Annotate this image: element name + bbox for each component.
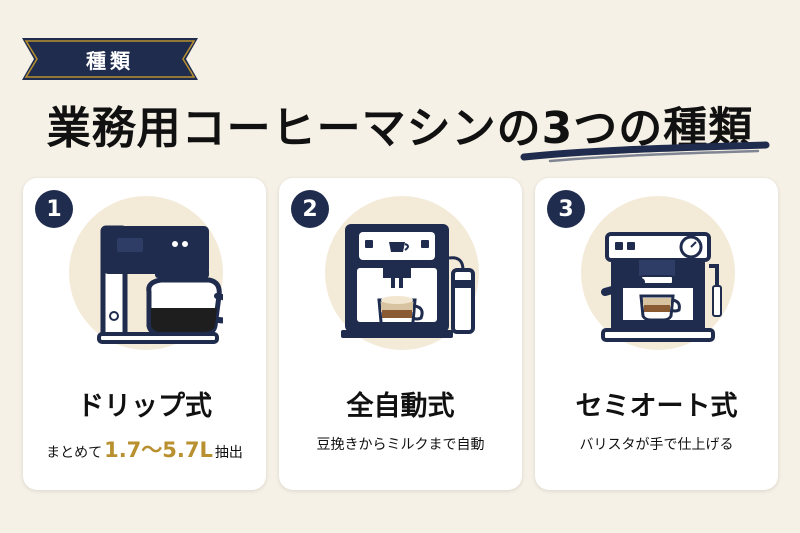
desc-suffix: 抽出 xyxy=(214,445,243,461)
desc-prefix: まとめて xyxy=(46,445,103,461)
card-number-badge: 1 xyxy=(35,190,73,228)
card-fully-automatic: 2 全自動式 豆挽きからミルクまで自動 xyxy=(279,178,522,490)
category-tag: 種類 xyxy=(22,38,198,80)
desc-text: 豆挽きからミルクまで自動 xyxy=(316,437,485,453)
page-title: 業務用コーヒーマシンの3つの種類 xyxy=(46,103,754,154)
card-title: ドリップ式 xyxy=(77,391,212,422)
category-tag-label: 種類 xyxy=(86,48,134,73)
card-semi-automatic: 3 セミオート式 バリスタが手で仕上げる xyxy=(535,178,778,490)
fully-automatic-espresso-machine-icon xyxy=(341,224,475,338)
card-number-badge: 2 xyxy=(291,190,329,228)
card-title: 全自動式 xyxy=(346,391,455,422)
card-description: まとめて 1.7〜5.7L 抽出 xyxy=(23,434,266,464)
card-description: バリスタが手で仕上げる xyxy=(535,434,778,454)
capacity-highlight: 1.7〜5.7L xyxy=(104,438,213,462)
ribbon-shape xyxy=(22,38,198,80)
card-description: 豆挽きからミルクまで自動 xyxy=(279,434,522,454)
card-drip: 1 ドリップ式 まとめて 1.7〜5.7L 抽出 xyxy=(23,178,266,490)
drip-coffee-maker-icon xyxy=(97,225,223,344)
desc-text: バリスタが手で仕上げる xyxy=(579,437,734,453)
semi-automatic-espresso-machine-icon xyxy=(601,232,722,342)
title-underline-brush xyxy=(520,141,770,163)
card-title: セミオート式 xyxy=(575,391,738,422)
card-number-badge: 3 xyxy=(547,190,585,228)
